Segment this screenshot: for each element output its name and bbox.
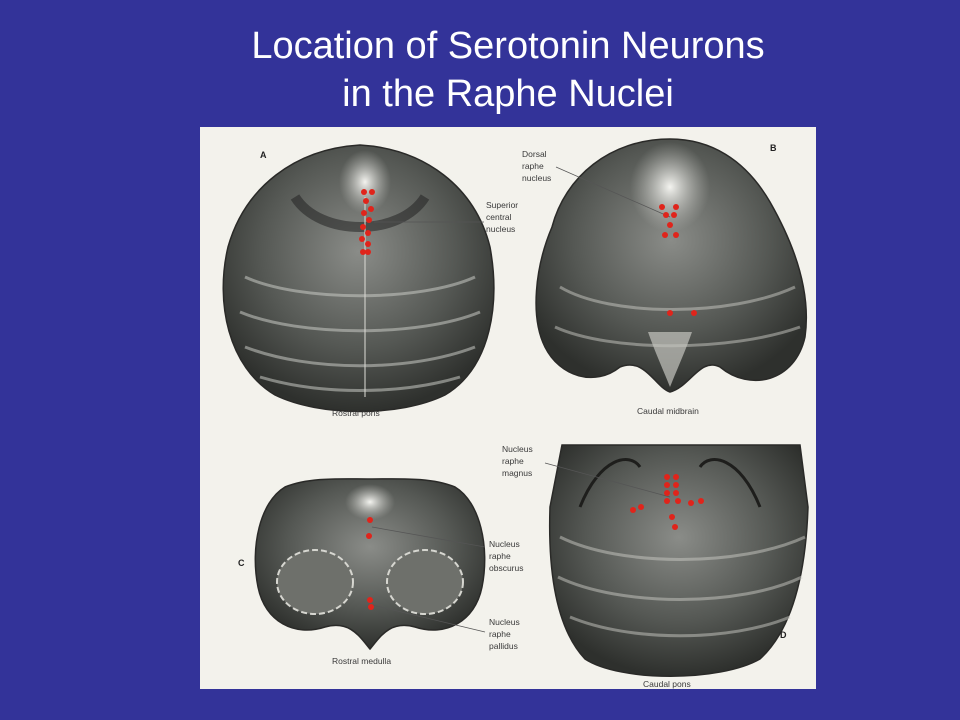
panel-d: D Caudal pons Nucleus raphe magnus (502, 433, 812, 689)
panel-d-raphe-dots (630, 474, 704, 530)
panel-a-caption: Rostral pons (332, 408, 380, 418)
panel-c: C Rostral medulla Nucleus raphe obscurus… (238, 478, 524, 666)
brainstem-sections-figure: A Rostral pons Superior central nucleus … (200, 127, 816, 689)
panel-b: B Caudal midbrain Dorsal raphe nucleus (522, 138, 808, 416)
panel-d-label-line-3: magnus (502, 468, 532, 478)
slide-title-line-2: in the Raphe Nuclei (342, 73, 674, 115)
panel-a: A Rostral pons Superior central nucleus (222, 144, 518, 418)
panel-a-fibers (239, 275, 481, 392)
panel-a-label-line-3: nucleus (486, 224, 515, 234)
panel-c-caption: Rostral medulla (332, 656, 391, 666)
panel-b-label-line-2: raphe (522, 161, 544, 171)
panel-c-label-2-line-2: raphe (489, 629, 511, 639)
panel-a-letter: A (260, 150, 267, 160)
panel-b-raphe-dots (659, 204, 697, 316)
panel-a-label-line-2: central (486, 212, 512, 222)
slide-title-line-1: Location of Serotonin Neurons (251, 25, 765, 67)
panel-d-label-line-1: Nucleus (502, 444, 533, 454)
panel-a-section (222, 144, 495, 413)
panel-b-letter: B (770, 143, 777, 153)
panel-d-label-line-2: raphe (502, 456, 524, 466)
panel-b-label-line-1: Dorsal (522, 149, 547, 159)
panel-c-raphe-dots (366, 517, 374, 610)
panel-c-label-1-line-1: Nucleus (489, 539, 520, 549)
panel-b-label-line-3: nucleus (522, 173, 551, 183)
panel-b-section (535, 138, 808, 393)
panel-c-label-2-line-3: pallidus (489, 641, 518, 651)
panel-c-label-1-line-2: raphe (489, 551, 511, 561)
figure-svg: A Rostral pons Superior central nucleus … (222, 138, 812, 689)
panel-c-label-1-line-3: obscurus (489, 563, 524, 573)
panel-c-label-2-line-1: Nucleus (489, 617, 520, 627)
panel-c-letter: C (238, 558, 245, 568)
panel-a-raphe-dots (359, 189, 375, 255)
panel-b-caption: Caudal midbrain (637, 406, 699, 416)
panel-a-label-line-1: Superior (486, 200, 518, 210)
panel-d-caption: Caudal pons (643, 679, 691, 689)
slide-title: Location of Serotonin Neurons in the Rap… (0, 22, 960, 118)
panel-d-letter: D (780, 630, 787, 640)
